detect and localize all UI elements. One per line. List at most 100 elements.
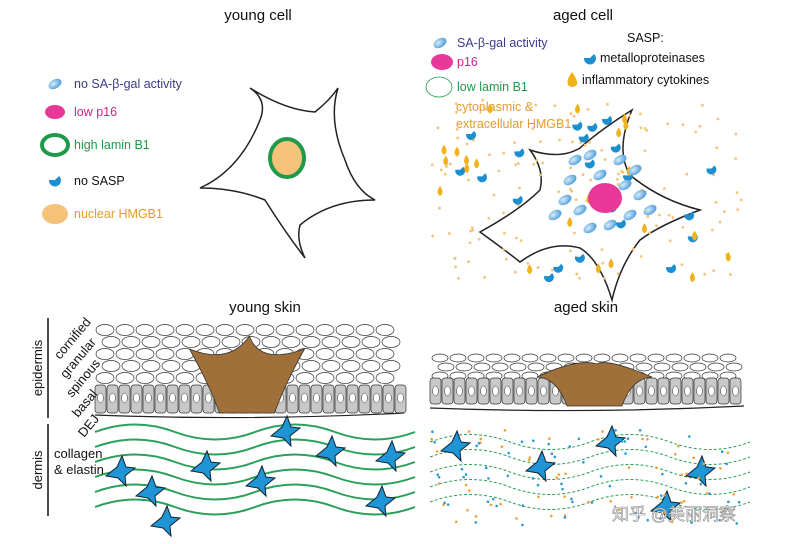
hmgb1-dot [578,276,581,280]
sasp-dot [635,511,638,515]
sasp-dot [737,500,741,504]
sasp-dot [474,515,478,518]
sasp-dot [527,458,531,462]
sasp-dot [641,437,644,441]
keratinocyte [261,336,281,348]
hmgb1-dot [438,206,441,210]
keratinocyte [135,348,155,360]
hmgb1-dot [531,127,535,131]
legend-label: extracellular HMGB1 [456,117,571,131]
mmp-particle [578,133,589,143]
hmgb1-dot [600,148,604,152]
keratinocyte [355,324,375,336]
collagen-fiber [94,438,416,456]
sasp-dot [563,495,566,498]
hmgb1-dot [574,198,578,202]
hmgb1-dot [481,98,485,102]
hmgb1-dot [487,216,491,220]
sa-gal-granule [558,194,572,206]
hmgb1-dot [569,166,573,170]
hmgb1-dot [681,123,685,126]
keratinocyte [509,362,527,372]
legend-label: cytoplasmic & [456,100,534,114]
hmgb1-dot [616,183,620,186]
basal-nucleus [468,385,475,397]
sasp-dot [506,474,510,478]
young-cell-nucleus [268,137,306,179]
hmgb1-dot [639,126,643,130]
hmgb1-dot [456,136,459,140]
sa-gal-granule [573,204,587,216]
mmp-particle [455,166,466,176]
hmgb1-dot [477,237,481,241]
keratinocyte [485,353,503,363]
basal-nucleus [732,385,739,397]
melanocyte [536,362,653,407]
hmgb1-dot [516,162,520,165]
fibroblast [594,424,627,458]
sa-gal-granule [643,204,657,216]
cytokine-particle [689,272,695,283]
hmgb1-dot [482,105,486,109]
keratinocyte [195,324,215,336]
hmgb1-dot [570,189,574,193]
cytokine-particle [616,127,622,138]
sasp-dot [437,482,441,485]
hmgb1-dot [600,248,604,251]
cytokine-particle [595,263,601,274]
keratinocyte [375,348,395,360]
sasp-dot [464,473,468,476]
sasp-dot [464,483,468,487]
keratinocyte [557,353,575,363]
basal-nucleus [672,385,679,397]
sasp-dot [515,517,518,520]
young-skin-tissue [94,324,416,538]
sa-gal-icon [48,78,62,90]
sasp-dot [499,502,502,506]
fibroblast [439,429,472,463]
sa-gal-granule [568,154,582,166]
sasp-dot [659,517,662,520]
sasp-dot [670,520,674,524]
hmgb1-dot [504,257,508,261]
dermis-label: dermis [30,450,45,490]
hmgb1-dot [519,239,523,243]
hmgb1-dot [588,140,591,144]
cytokine-particle [692,230,698,241]
fibroblast [684,454,717,488]
keratinocyte [335,372,355,384]
keratinocyte [115,372,135,384]
keratinocyte [315,324,335,336]
basal-nucleus [660,385,667,397]
p16-icon [45,105,65,119]
sasp-dot [623,440,627,443]
dermal-epidermal-junction [94,412,405,419]
hmgb1-dot [681,226,685,229]
hmgb1-dot [616,272,620,276]
hmgb1-dot [538,173,542,177]
basal-nucleus [504,385,511,397]
keratinocyte [355,348,375,360]
sasp-dot [630,496,633,499]
hmgb1-dot [643,127,647,130]
mmp-particle [572,121,583,131]
basal-nucleus [361,392,368,404]
cytokine-particle [567,216,573,227]
basal-nucleus [133,392,140,404]
sasp-dot [431,430,434,434]
sa-gal-granule [603,219,617,231]
cytokine-particle [474,158,480,169]
keratinocyte [135,324,155,336]
basal-nucleus [181,392,188,404]
basal-nucleus [432,385,439,397]
hmgb1-dot [712,269,716,273]
basal-nucleus [121,392,128,404]
hmgb1-dot [583,143,587,147]
keratinocyte [121,336,141,348]
elastin-label: & elastin [54,462,104,477]
cytokine-particle [464,162,470,173]
collagen-fiber [94,453,416,471]
sasp-dot [587,500,590,504]
keratinocyte [521,353,539,363]
keratinocyte [115,348,135,360]
